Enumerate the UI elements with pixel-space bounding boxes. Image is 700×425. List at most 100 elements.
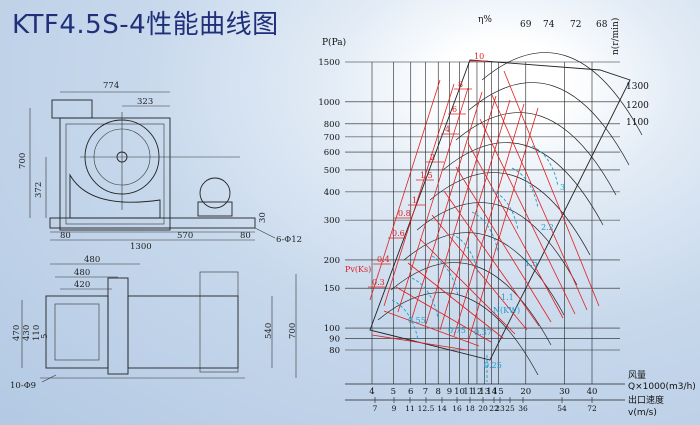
pv-line [407, 262, 504, 339]
velocity-tick-label: 14 [437, 404, 447, 413]
pv-cross-line [397, 87, 469, 313]
power-curve [451, 233, 479, 275]
x-tick-label: 7 [423, 387, 428, 397]
chart-curves [369, 52, 643, 382]
pv-value: 0.3 [372, 278, 385, 287]
bolt-holes-side: 10-Φ9 [10, 381, 36, 391]
pv-line [479, 118, 576, 315]
housing-outline [59, 117, 171, 231]
dim-372: 372 [34, 182, 44, 198]
velocity-tick-label: 54 [557, 404, 567, 413]
dim-110: 110 [32, 325, 42, 341]
velocity-tick-label: 20 [478, 404, 488, 413]
x-tick-label: 20 [520, 387, 531, 397]
pv-cross-line [439, 99, 511, 331]
velocity-tick-label: 9 [392, 404, 397, 413]
pv-value: 1 [412, 196, 417, 205]
velocity-tick-label: 12.5 [418, 404, 435, 413]
power-value: 2.2 [541, 223, 554, 232]
pressure-axis-label: P(Pa) [322, 37, 346, 48]
velocity-tick-label: 36 [518, 404, 528, 413]
pressure-curve [403, 232, 565, 316]
y-tick-label: 400 [324, 188, 340, 198]
power-curve [491, 189, 519, 231]
x-tick-label: 4 [369, 387, 374, 397]
x-tick-label: 40 [587, 387, 598, 397]
bolt-leader-side [41, 374, 57, 383]
front-view: 774 323 700 372 80 570 80 1300 30 6-Φ12 [18, 81, 302, 252]
x-tick-label: 6 [408, 387, 413, 397]
bolt-holes-front: 6-Φ12 [276, 235, 302, 245]
dim-700-side: 700 [288, 323, 298, 339]
side-view: 480 480 420 470 430 110 5 540 700 10-Φ9 [10, 255, 298, 391]
velocity-tick-label: 25 [505, 404, 515, 413]
dim-323: 323 [137, 97, 153, 107]
y-tick-label: 80 [329, 346, 340, 356]
pv-value: 2 [430, 153, 435, 162]
speed-1200: 1200 [626, 101, 649, 111]
power-value: 1.5 [525, 259, 538, 268]
x-tick-label: 14 [486, 387, 497, 397]
eta-69: 69 [520, 20, 532, 30]
velocity-tick-label: 22 [489, 404, 499, 413]
pressure-curve [429, 172, 591, 256]
x-tick-label: 8 [436, 387, 441, 397]
power-value: 1.1 [501, 293, 514, 302]
y-tick-label: 600 [324, 148, 340, 158]
pressure-curve [481, 52, 643, 136]
dim-1300: 1300 [130, 242, 152, 252]
pv-cross-line [453, 103, 525, 337]
pressure-curve [455, 112, 617, 196]
dim-80-left: 80 [60, 231, 71, 241]
y-tick-label: 700 [324, 133, 340, 143]
speed-axis-label: n(r/min) [610, 18, 621, 55]
pressure-curve [468, 82, 630, 166]
pv-value: 0.4 [377, 255, 390, 264]
power-curve [411, 277, 439, 319]
power-value: 0.55 [408, 316, 426, 325]
dim-420: 420 [74, 280, 90, 290]
volute-base [69, 173, 161, 219]
pv-cross-line [383, 83, 455, 307]
pv-line [491, 94, 588, 311]
velocity-tick-label: 7 [373, 404, 378, 413]
page-title: KTF4.5S-4性能曲线图 [12, 10, 279, 40]
pv-line [503, 70, 600, 307]
y-tick-label: 90 [329, 334, 340, 344]
base-frame [49, 217, 256, 229]
y-tick-label: 1000 [318, 98, 340, 108]
eta-68: 68 [596, 20, 608, 30]
pv-value: 6 [452, 105, 457, 114]
pv-value: 0.8 [398, 209, 411, 218]
eta-72: 72 [570, 20, 581, 30]
pv-line [431, 214, 528, 331]
pv-line [371, 334, 468, 351]
x-tick-label: 10 [454, 387, 465, 397]
pv-value: 0.6 [392, 229, 405, 238]
speed-1300: 1300 [626, 82, 649, 92]
motor-body [199, 177, 231, 209]
power-value: 3 [560, 183, 565, 192]
dim-5: 5 [40, 334, 50, 339]
x-tick-label: 30 [559, 387, 570, 397]
velocity-label: v(m/s) [628, 408, 657, 418]
velocity-tick-label: 18 [465, 404, 475, 413]
bolt-leader-front [254, 227, 276, 239]
eta-74: 74 [543, 20, 555, 30]
flow-label: Q×1000(m3/h) [628, 382, 696, 392]
outlet-flange [51, 99, 93, 119]
pv-line [395, 286, 492, 343]
speed-1100: 1100 [626, 118, 649, 128]
dim-570: 570 [177, 231, 193, 241]
dim-480-mid: 480 [74, 268, 90, 278]
power-curve [431, 255, 459, 297]
y-tick-label: 200 [324, 256, 340, 266]
pv-line [467, 142, 564, 319]
pv-value: 1.5 [420, 171, 433, 180]
